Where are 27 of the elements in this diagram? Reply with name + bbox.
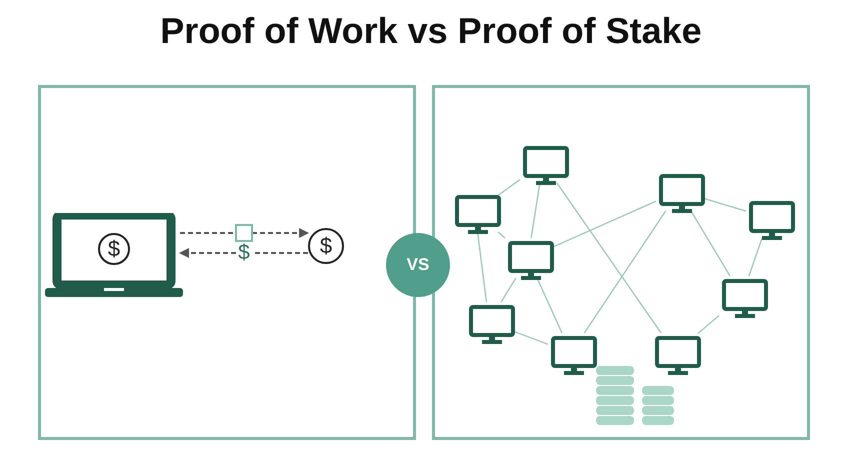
connector-line — [498, 231, 506, 239]
computer-monitor — [551, 336, 597, 376]
computer-monitor — [749, 201, 795, 241]
connector-line — [690, 210, 731, 276]
connector-line — [498, 179, 520, 196]
computer-monitor — [655, 336, 701, 376]
computer-monitor — [469, 305, 515, 345]
computer-monitor — [659, 174, 705, 214]
edge-label: $ — [236, 243, 252, 263]
computer-monitor — [455, 195, 501, 235]
title: Proof of Work vs Proof of Stake — [159, 10, 703, 52]
connector-line — [584, 210, 666, 334]
computer-monitor — [722, 279, 768, 319]
computer-monitor — [523, 146, 569, 186]
connector-line — [698, 315, 720, 334]
connector-line — [556, 182, 662, 334]
vs-circle: VS — [386, 233, 450, 297]
connector-line — [476, 232, 488, 302]
computer-monitor — [508, 241, 554, 281]
connector-line — [536, 278, 563, 334]
panel-frame — [432, 85, 810, 440]
connector-line — [530, 182, 540, 238]
dollar-coin: $ — [308, 228, 344, 264]
connector-line — [748, 238, 763, 276]
arrow — [180, 228, 310, 238]
arrow — [179, 248, 308, 258]
connector-line — [500, 278, 516, 302]
